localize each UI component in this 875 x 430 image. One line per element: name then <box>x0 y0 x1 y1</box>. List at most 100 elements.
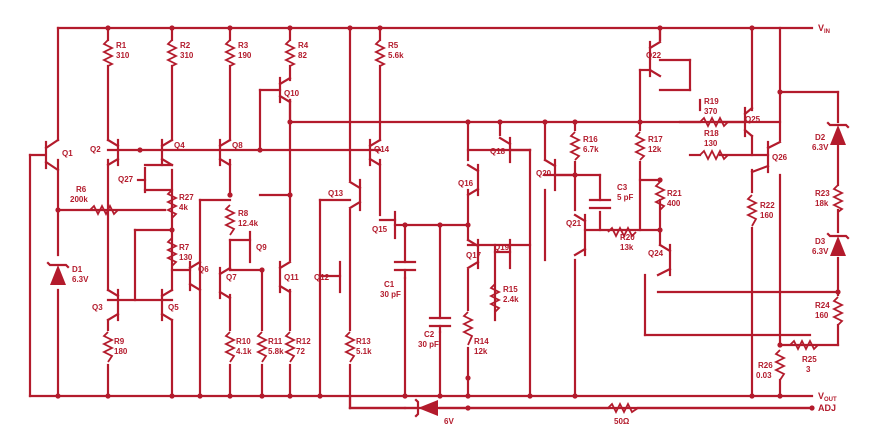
svg-text:160: 160 <box>815 311 829 320</box>
resistor-r15: R15 2.4k <box>488 283 519 313</box>
svg-text:R23: R23 <box>815 189 830 198</box>
svg-text:R14: R14 <box>474 337 489 346</box>
resistor-r27: R27 4k <box>165 189 194 219</box>
resistor-r16: R16 6.7k <box>568 131 599 161</box>
transistor-q5: Q5 <box>160 288 179 322</box>
svg-text:5.6k: 5.6k <box>388 51 404 60</box>
svg-text:Q2: Q2 <box>90 145 101 154</box>
transistor-q2: Q2 <box>90 138 120 167</box>
svg-text:Q16: Q16 <box>458 179 474 188</box>
transistor-q20: Q20 <box>536 158 577 192</box>
svg-text:130: 130 <box>179 253 193 262</box>
svg-text:Q24: Q24 <box>648 249 664 258</box>
resistor-r10: R10 4.1k <box>223 331 252 363</box>
transistor-q18: Q18 <box>490 136 532 164</box>
transistor-q14: Q14 <box>368 138 390 167</box>
svg-text:Q18: Q18 <box>490 147 506 156</box>
svg-text:Q8: Q8 <box>232 141 243 150</box>
resistor-r13: R13 5.1k <box>343 331 372 363</box>
svg-text:6.7k: 6.7k <box>583 145 599 154</box>
svg-text:R12: R12 <box>296 337 311 346</box>
resistor-r23: R23 18k <box>815 184 845 213</box>
svg-text:C2: C2 <box>424 330 435 339</box>
svg-text:Q6: Q6 <box>198 265 209 274</box>
resistor-r17: R17 12k <box>633 131 663 161</box>
resistor-r21: R21 400 <box>653 181 682 211</box>
resistor-r19: R19 370 <box>699 97 729 129</box>
resistor-r12: R12 72 <box>283 331 311 363</box>
svg-text:R10: R10 <box>236 337 251 346</box>
svg-text:13k: 13k <box>620 243 634 252</box>
svg-text:R8: R8 <box>238 209 249 218</box>
svg-text:Q7: Q7 <box>226 273 237 282</box>
svg-text:R22: R22 <box>760 201 775 210</box>
vout-label: VOUT <box>818 391 837 403</box>
svg-text:3: 3 <box>806 365 811 374</box>
svg-text:0.03: 0.03 <box>756 371 772 380</box>
transistor-q7: Q7 <box>218 266 237 300</box>
svg-text:Q15: Q15 <box>372 225 388 234</box>
transistor-q21: Q21 <box>566 213 587 257</box>
zener-6v: 6V <box>414 398 454 426</box>
transistor-q13: Q13 <box>328 178 362 212</box>
resistor-r6: R6 200k <box>70 185 119 217</box>
resistor-r25: R25 3 <box>789 338 819 374</box>
transistor-q11: Q11 <box>278 260 299 294</box>
resistor-r24: R24 160 <box>815 296 845 326</box>
resistor-r9: R9 180 <box>101 331 128 363</box>
svg-text:R26: R26 <box>758 361 773 370</box>
svg-text:R21: R21 <box>667 189 682 198</box>
svg-text:310: 310 <box>116 51 130 60</box>
svg-text:D1: D1 <box>72 265 83 274</box>
resistor-50-ohm: 50Ω <box>607 401 639 426</box>
transistor-q4: Q4 <box>160 138 185 167</box>
svg-text:Q27: Q27 <box>118 175 134 184</box>
transistor-q9: Q9 <box>228 230 267 264</box>
svg-text:18k: 18k <box>815 199 829 208</box>
transistor-q17: Q17 <box>466 238 482 270</box>
transistor-q27: Q27 <box>118 166 147 194</box>
svg-text:R6: R6 <box>76 185 87 194</box>
svg-text:R1: R1 <box>116 41 127 50</box>
svg-text:Q22: Q22 <box>646 51 662 60</box>
svg-text:Q14: Q14 <box>374 145 390 154</box>
svg-text:12k: 12k <box>648 145 662 154</box>
resistor-r7: R7 130 <box>165 237 193 267</box>
svg-text:6.3V: 6.3V <box>812 143 829 152</box>
svg-text:Q21: Q21 <box>566 219 582 228</box>
transistor-q10: Q10 <box>258 76 300 104</box>
svg-text:Q26: Q26 <box>772 153 788 162</box>
resistor-r18: R18 130 <box>699 129 729 162</box>
transistor-q8: Q8 <box>218 138 243 167</box>
zener-d2: D2 6.3V <box>812 121 850 152</box>
svg-text:Q3: Q3 <box>92 303 103 312</box>
svg-text:Q9: Q9 <box>256 243 267 252</box>
svg-text:R2: R2 <box>180 41 191 50</box>
svg-text:30 pF: 30 pF <box>380 290 401 299</box>
transistor-q26: Q26 <box>750 140 788 174</box>
svg-text:Q11: Q11 <box>284 273 299 282</box>
svg-text:R7: R7 <box>179 243 190 252</box>
transistor-q16: Q16 <box>458 163 480 197</box>
svg-text:R11: R11 <box>268 337 283 346</box>
svg-text:R25: R25 <box>802 355 817 364</box>
transistor-q6: Q6 <box>170 260 209 292</box>
svg-text:180: 180 <box>114 347 128 356</box>
svg-text:4k: 4k <box>179 203 188 212</box>
svg-text:Q25: Q25 <box>745 115 761 124</box>
svg-text:R17: R17 <box>648 135 663 144</box>
transistor-q3: Q3 <box>92 288 120 322</box>
transistor-q24: Q24 <box>648 243 672 277</box>
resistor-r26: R26 0.03 <box>756 349 787 381</box>
transistor-q19: Q19 <box>493 238 512 270</box>
transistor-q1: Q1 <box>44 138 73 172</box>
svg-text:Q20: Q20 <box>536 169 552 178</box>
svg-text:5.1k: 5.1k <box>356 347 372 356</box>
resistor-r2: R2 310 <box>165 39 194 67</box>
svg-text:R19: R19 <box>704 97 719 106</box>
resistor-r4: R4 82 <box>283 39 309 67</box>
svg-text:6.3V: 6.3V <box>812 247 829 256</box>
svg-text:200k: 200k <box>70 195 88 204</box>
svg-text:Q12: Q12 <box>314 273 330 282</box>
